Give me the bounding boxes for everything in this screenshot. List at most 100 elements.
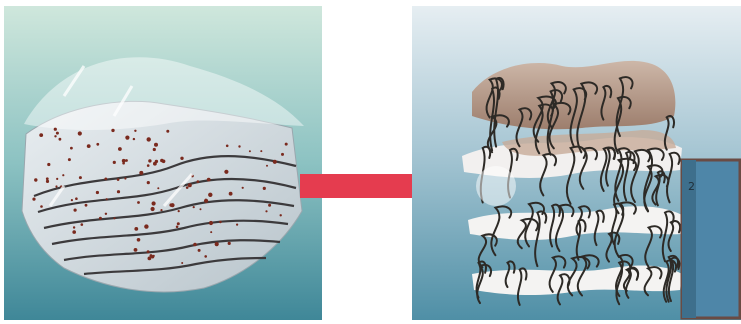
particle-dot	[157, 187, 159, 189]
left-panel-illustration	[4, 6, 322, 320]
particle-dot	[81, 223, 84, 226]
particle-dot	[87, 144, 91, 148]
particle-dot	[224, 170, 228, 174]
particle-dot	[137, 201, 140, 204]
particle-dot	[153, 162, 157, 166]
particle-dot	[204, 255, 207, 258]
particle-dot	[46, 180, 49, 183]
particle-dot	[34, 178, 37, 181]
particle-dot	[166, 130, 169, 133]
particle-dot	[170, 203, 174, 207]
particle-dot	[147, 137, 151, 141]
particle-dot	[122, 162, 125, 165]
particle-dot	[249, 150, 251, 152]
left-panel	[4, 6, 322, 320]
particle-dot	[47, 163, 50, 166]
particle-dot	[104, 178, 107, 181]
particle-dot	[273, 160, 277, 164]
particle-dot	[56, 132, 59, 135]
particle-dot	[205, 199, 207, 201]
particle-dot	[193, 206, 195, 208]
particle-dot	[134, 227, 138, 231]
particle-dot	[160, 159, 164, 163]
particle-dot	[193, 243, 197, 247]
particle-dot	[215, 242, 219, 246]
particle-dot	[176, 226, 179, 229]
particle-dot	[134, 248, 138, 252]
particle-dot	[125, 136, 129, 140]
particle-dot	[219, 221, 222, 224]
particle-dot	[153, 148, 156, 151]
particle-dot	[260, 150, 262, 152]
particle-dot	[265, 210, 267, 212]
particle-dot	[39, 133, 43, 137]
particle-dot	[59, 138, 62, 141]
particle-dot	[111, 129, 114, 132]
particle-dot	[207, 178, 211, 182]
particle-dot	[113, 161, 116, 164]
particle-dot	[180, 157, 183, 160]
particle-dot	[238, 145, 240, 147]
particle-dot	[56, 178, 58, 180]
particle-dot	[85, 204, 88, 207]
particle-dot	[79, 176, 82, 179]
particle-dot	[74, 209, 77, 212]
particle-dot	[106, 198, 108, 200]
particle-dot	[68, 158, 71, 161]
particle-dot	[153, 255, 155, 257]
particle-dot	[178, 210, 180, 212]
particle-dot	[154, 143, 158, 147]
particle-dot	[198, 249, 201, 252]
right-panel-illustration: 2	[412, 6, 741, 320]
side-box-label: 2	[688, 180, 695, 193]
particle-dot	[70, 147, 73, 150]
particle-dot	[186, 186, 189, 189]
particle-dot	[285, 143, 288, 146]
particle-dot	[281, 153, 284, 156]
particle-dot	[78, 131, 82, 135]
right-panel: 2	[412, 6, 741, 320]
particle-dot	[148, 159, 151, 162]
particle-dot	[177, 222, 180, 225]
particle-dot	[62, 174, 64, 176]
particle-dot	[208, 193, 212, 197]
particle-dot	[147, 164, 150, 167]
particle-dot	[75, 197, 78, 200]
particle-dot	[280, 214, 282, 216]
particle-dot	[72, 230, 76, 234]
particle-dot	[54, 135, 56, 137]
particle-dot	[147, 250, 150, 253]
particle-dot	[134, 130, 136, 132]
particle-dot	[188, 183, 192, 187]
particle-dot	[268, 204, 271, 207]
particle-dot	[152, 201, 156, 205]
particle-dot	[117, 190, 120, 193]
particle-dot	[73, 226, 75, 228]
particle-dot	[181, 262, 183, 264]
particle-dot	[226, 145, 229, 148]
particle-dot	[209, 221, 213, 225]
particle-dot	[139, 171, 143, 175]
particle-dot	[32, 198, 35, 201]
particle-dot	[228, 242, 231, 245]
particle-dot	[96, 143, 99, 146]
particle-dot	[266, 165, 268, 167]
particle-dot	[96, 191, 99, 194]
particle-dot	[147, 181, 150, 184]
particle-dot	[144, 224, 148, 228]
particle-dot	[229, 192, 233, 196]
particle-dot	[236, 224, 238, 226]
particle-dot	[46, 177, 49, 180]
particle-dot	[113, 217, 115, 219]
particle-dot	[263, 187, 266, 190]
particle-dot	[55, 185, 57, 187]
particle-dot	[124, 177, 126, 179]
particle-dot	[210, 231, 212, 233]
particle-dot	[54, 128, 57, 131]
glow-spot	[476, 166, 516, 206]
particle-dot	[99, 217, 102, 220]
particle-dot	[151, 207, 155, 211]
particle-dot	[242, 187, 244, 189]
particle-dot	[133, 138, 135, 140]
